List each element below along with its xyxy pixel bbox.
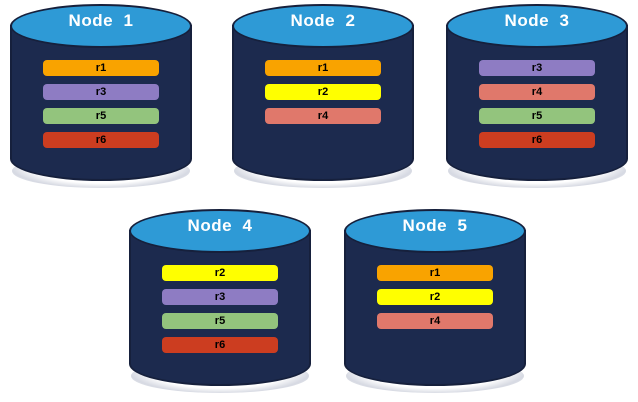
node-cylinder-4[interactable]: Node 4 r2 r3 r5 r6 <box>129 209 311 394</box>
cylinder-top-ellipse <box>232 4 414 48</box>
cylinder-body <box>232 25 414 181</box>
shard-list: r1 r3 r5 r6 <box>10 60 192 156</box>
shard-bar[interactable]: r3 <box>43 84 159 100</box>
node-title: Node 3 <box>504 11 570 30</box>
node-title: Node 2 <box>290 11 356 30</box>
cylinder-top-ellipse <box>446 4 628 48</box>
node-title: Node 5 <box>402 216 468 235</box>
shard-bar[interactable]: r4 <box>479 84 595 100</box>
shard-bar[interactable]: r6 <box>479 132 595 148</box>
shard-bar[interactable]: r4 <box>265 108 381 124</box>
shard-bar[interactable]: r4 <box>377 313 493 329</box>
shard-bar[interactable]: r5 <box>162 313 278 329</box>
node-cylinder-2[interactable]: Node 2 r1 r2 r4 <box>232 4 414 189</box>
shard-bar[interactable]: r6 <box>162 337 278 353</box>
shard-bar[interactable]: r1 <box>265 60 381 76</box>
shard-bar[interactable]: r1 <box>377 265 493 281</box>
cylinder-body <box>10 25 192 181</box>
shard-bar[interactable]: r2 <box>265 84 381 100</box>
shard-bar[interactable]: r5 <box>43 108 159 124</box>
shard-bar[interactable]: r5 <box>479 108 595 124</box>
shard-list: r2 r3 r5 r6 <box>129 265 311 361</box>
cylinder-top-ellipse <box>129 209 311 253</box>
shard-bar[interactable]: r6 <box>43 132 159 148</box>
node-title: Node 1 <box>68 11 134 30</box>
node-title: Node 4 <box>187 216 253 235</box>
node-cylinder-3[interactable]: Node 3 r3 r4 r5 r6 <box>446 4 628 189</box>
node-cylinder-5[interactable]: Node 5 r1 r2 r4 <box>344 209 526 394</box>
shard-bar[interactable]: r3 <box>479 60 595 76</box>
shard-bar[interactable]: r2 <box>377 289 493 305</box>
cylinder-top-ellipse <box>10 4 192 48</box>
shard-list: r3 r4 r5 r6 <box>446 60 628 156</box>
cylinder-body <box>344 230 526 386</box>
cylinder-body <box>446 25 628 181</box>
node-cylinder-1[interactable]: Node 1 r1 r3 r5 r6 <box>10 4 192 189</box>
shard-bar[interactable]: r2 <box>162 265 278 281</box>
shard-list: r1 r2 r4 <box>232 60 414 132</box>
shard-bar[interactable]: r3 <box>162 289 278 305</box>
cylinder-top-ellipse <box>344 209 526 253</box>
shard-bar[interactable]: r1 <box>43 60 159 76</box>
shard-list: r1 r2 r4 <box>344 265 526 337</box>
